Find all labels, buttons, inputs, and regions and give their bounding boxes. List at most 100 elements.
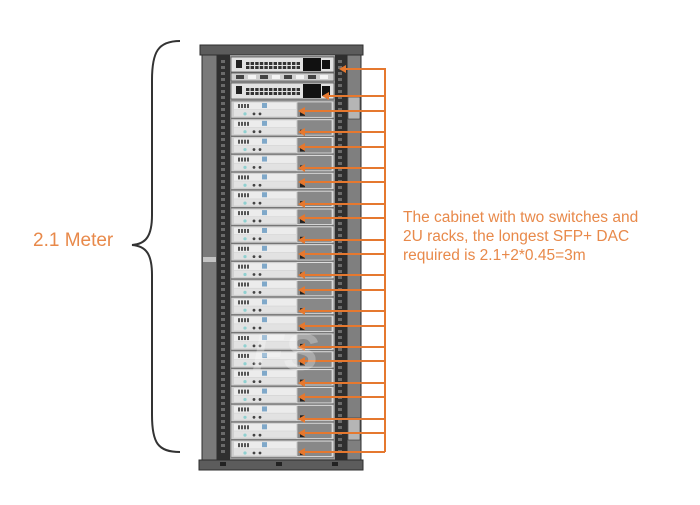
server-vent xyxy=(241,282,243,287)
server-led xyxy=(252,112,256,116)
server-led xyxy=(243,308,247,312)
rail-hole xyxy=(221,228,225,231)
server-led xyxy=(252,308,256,312)
rail-hole xyxy=(221,186,225,189)
server-vent xyxy=(244,104,246,108)
server-vent xyxy=(238,371,240,376)
server-nic-area xyxy=(296,280,333,297)
server-nic-area xyxy=(296,244,333,261)
server-vent xyxy=(244,407,246,412)
server-vent xyxy=(241,300,243,305)
server-led xyxy=(258,398,262,401)
rail-hole xyxy=(221,252,225,255)
switch-port xyxy=(292,92,296,95)
server-vent xyxy=(244,193,246,198)
server-led xyxy=(252,130,256,134)
rail-hole xyxy=(338,300,342,303)
server-unit xyxy=(230,421,335,440)
rail-hole xyxy=(221,180,225,183)
server-led xyxy=(243,201,247,205)
cable-arrowhead xyxy=(298,307,305,315)
cable-arrowhead xyxy=(298,322,305,330)
server-badge xyxy=(262,227,267,233)
cable-arrowhead xyxy=(298,393,305,401)
server-unit xyxy=(230,314,335,333)
server-vent xyxy=(247,175,249,180)
server-led xyxy=(243,451,247,455)
server-led xyxy=(258,415,262,419)
server-badge xyxy=(262,388,267,394)
server-vent xyxy=(244,318,246,323)
server-vent xyxy=(244,353,246,358)
switch-port xyxy=(269,66,273,69)
switch-port xyxy=(264,66,268,69)
server-sfp-port xyxy=(300,254,305,259)
server-led xyxy=(252,362,256,366)
note-line-3: required is 2.1+2*0.45=3m xyxy=(403,247,586,264)
server-led xyxy=(243,433,247,437)
patch-port xyxy=(272,75,280,79)
rail-hole xyxy=(221,408,225,411)
switch-port xyxy=(255,92,259,95)
rail-hole xyxy=(338,222,342,225)
switch-port xyxy=(273,62,277,65)
server-led xyxy=(258,290,262,294)
cable-arrowhead xyxy=(298,379,305,387)
patch-panel xyxy=(230,72,335,82)
height-brace xyxy=(131,40,181,453)
server-unit xyxy=(230,386,335,404)
switch-1 xyxy=(230,56,335,73)
rail-hole xyxy=(338,210,342,213)
rail-hole xyxy=(338,156,342,159)
server-unit xyxy=(230,136,335,155)
server-nic-area xyxy=(296,208,333,225)
rail-hole xyxy=(338,366,342,369)
rail-hole xyxy=(221,138,225,141)
server-vent xyxy=(241,336,243,341)
server-vent xyxy=(238,300,240,305)
patch-port xyxy=(236,75,244,79)
rail-hole xyxy=(221,108,225,111)
switch-port xyxy=(282,92,287,95)
server-led xyxy=(252,451,256,455)
rail-hole xyxy=(221,174,225,177)
patch-port xyxy=(248,75,256,79)
rail-hole xyxy=(338,258,342,261)
server-vent xyxy=(238,389,240,394)
server-badge xyxy=(262,103,267,108)
rail-hole xyxy=(221,420,225,423)
rail-hole xyxy=(221,168,225,171)
server-led xyxy=(252,201,256,205)
server-vent xyxy=(241,443,243,448)
server-led xyxy=(243,362,247,366)
cable-arrowhead xyxy=(298,250,305,258)
server-badge xyxy=(262,120,267,126)
rail-hole xyxy=(221,144,225,147)
server-vent xyxy=(238,104,240,108)
server-led xyxy=(258,451,262,455)
server-badge xyxy=(262,352,267,358)
server-unit xyxy=(230,225,335,244)
server-vent xyxy=(238,139,240,144)
rail-hole xyxy=(221,312,225,315)
server-led xyxy=(243,326,247,330)
server-led xyxy=(258,344,262,348)
rail-hole xyxy=(221,330,225,333)
switch-port xyxy=(287,66,291,69)
server-unit xyxy=(230,368,335,387)
server-drive-bay xyxy=(234,199,296,206)
server-vent xyxy=(247,264,249,269)
switch-port xyxy=(269,88,273,91)
server-vent xyxy=(238,407,240,412)
server-vent xyxy=(247,157,249,162)
server-badge xyxy=(262,317,267,323)
server-vent xyxy=(238,353,240,358)
rail-hole xyxy=(338,162,342,165)
rail-hole xyxy=(221,204,225,207)
server-led xyxy=(252,380,256,383)
rail-hole xyxy=(221,396,225,399)
server-led xyxy=(258,112,262,116)
switch-port xyxy=(259,62,264,65)
cable-arrowhead xyxy=(298,271,305,279)
switch-port xyxy=(255,88,259,91)
